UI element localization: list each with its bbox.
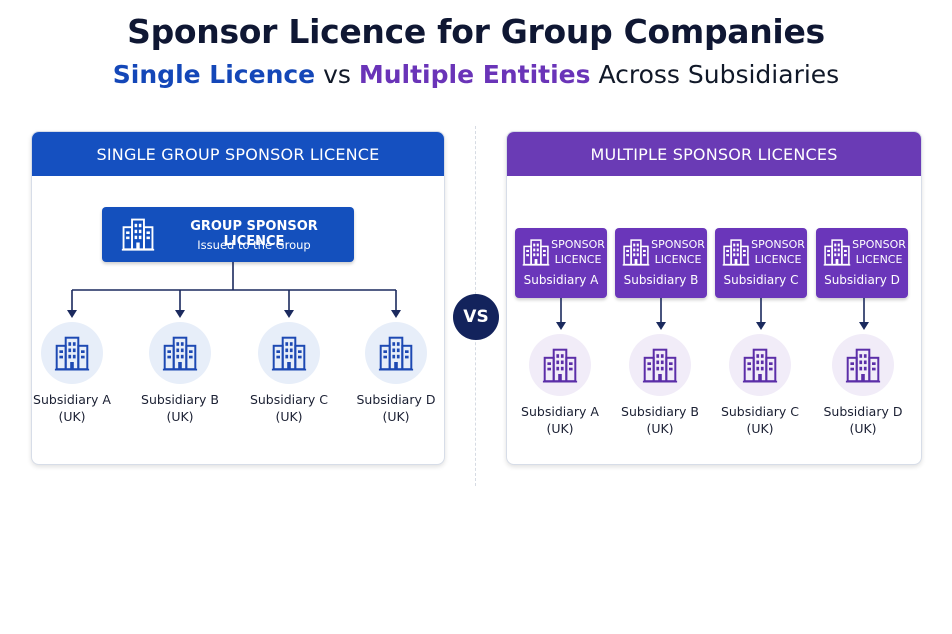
subsidiary-region: (UK) xyxy=(546,421,574,436)
vs-badge: VS xyxy=(453,294,499,340)
subsidiary-name: Subsidiary A xyxy=(521,404,599,419)
subsidiary-name: Subsidiary D xyxy=(823,404,903,419)
sponsor-licence-box: SPONSOR LICENCE Subsidiary B xyxy=(615,228,707,298)
sponsor-licence-box: SPONSOR LICENCE Subsidiary C xyxy=(715,228,807,298)
subsidiary-name: Subsidiary A xyxy=(33,392,111,407)
sponsor-licence-box: SPONSOR LICENCE Subsidiary A xyxy=(515,228,607,298)
subsidiary-d-icon-circle xyxy=(365,322,427,384)
building-icon xyxy=(542,347,578,383)
subsidiary-region: (UK) xyxy=(746,421,774,436)
subsidiary-a-icon-circle xyxy=(529,334,591,396)
building-icon xyxy=(845,347,881,383)
subsidiary-region: (UK) xyxy=(275,409,303,424)
subsidiary-a-icon-circle xyxy=(41,322,103,384)
subtitle-vs: vs xyxy=(315,60,359,89)
single-licence-panel: SINGLE GROUP SPONSOR LICENCE GROUP SPONS… xyxy=(31,131,445,465)
group-tree-connectors xyxy=(67,262,401,318)
subsidiary-region: (UK) xyxy=(849,421,877,436)
subsidiary-name: Subsidiary C xyxy=(720,404,800,419)
licence-connectors xyxy=(556,298,869,330)
subsidiary-c-icon-circle xyxy=(258,322,320,384)
subtitle-single-licence: Single Licence xyxy=(112,60,316,89)
subsidiary-label: Subsidiary B (UK) xyxy=(605,403,715,437)
page-title: Sponsor Licence for Group Companies xyxy=(127,12,825,51)
building-icon xyxy=(742,347,778,383)
subsidiary-name: Subsidiary C xyxy=(249,392,329,407)
group-licence-title: GROUP SPONSOR LICENCE xyxy=(190,219,318,249)
licence-line2: LICENCE xyxy=(754,253,802,266)
subsidiary-name: Subsidiary D xyxy=(356,392,436,407)
licence-line2: LICENCE xyxy=(654,253,702,266)
group-sponsor-licence-box: GROUP SPONSOR LICENCE Issued to the Grou… xyxy=(102,207,354,262)
subsidiary-name: Subsidiary B xyxy=(141,392,219,407)
subsidiary-label: Subsidiary D (UK) xyxy=(341,391,444,425)
licence-subsidiary: Subsidiary D xyxy=(824,273,900,287)
subsidiary-region: (UK) xyxy=(646,421,674,436)
subsidiary-b-icon-circle xyxy=(149,322,211,384)
single-licence-header: SINGLE GROUP SPONSOR LICENCE xyxy=(32,132,444,176)
licence-line2: LICENCE xyxy=(855,253,903,266)
subtitle-multiple-entities: Multiple Entities xyxy=(358,60,591,89)
subsidiary-region: (UK) xyxy=(382,409,410,424)
building-icon xyxy=(54,335,90,371)
subsidiary-label: Subsidiary C (UK) xyxy=(234,391,344,425)
building-icon xyxy=(271,335,307,371)
subsidiary-label: Subsidiary A (UK) xyxy=(32,391,127,425)
building-icon xyxy=(378,335,414,371)
subsidiary-b-icon-circle xyxy=(629,334,691,396)
subsidiary-label: Subsidiary B (UK) xyxy=(125,391,235,425)
group-licence-subtitle: Issued to the Group xyxy=(197,238,311,252)
licence-line2: LICENCE xyxy=(554,253,602,266)
subtitle-across: Across Subsidiaries xyxy=(590,60,840,89)
licence-line1: SPONSOR xyxy=(852,238,906,251)
subsidiary-c-icon-circle xyxy=(729,334,791,396)
subsidiary-region: (UK) xyxy=(166,409,194,424)
building-icon xyxy=(162,335,198,371)
subsidiary-label: Subsidiary D (UK) xyxy=(808,403,918,437)
licence-line1: SPONSOR xyxy=(651,238,705,251)
licence-subsidiary: Subsidiary C xyxy=(723,273,799,287)
building-icon xyxy=(642,347,678,383)
subsidiary-region: (UK) xyxy=(58,409,86,424)
page-subtitle: Single Licence vs Multiple Entities Acro… xyxy=(0,60,952,89)
licence-line1: SPONSOR xyxy=(551,238,605,251)
subsidiary-d-icon-circle xyxy=(832,334,894,396)
sponsor-licence-box: SPONSOR LICENCE Subsidiary D xyxy=(816,228,908,298)
multiple-licences-header: MULTIPLE SPONSOR LICENCES xyxy=(507,132,921,176)
licence-subsidiary: Subsidiary A xyxy=(523,273,599,287)
multiple-licences-panel: MULTIPLE SPONSOR LICENCES SPONSOR LICENC… xyxy=(506,131,922,465)
subsidiary-label: Subsidiary A (UK) xyxy=(507,403,615,437)
subsidiary-name: Subsidiary B xyxy=(621,404,699,419)
subsidiary-label: Subsidiary C (UK) xyxy=(705,403,815,437)
licence-subsidiary: Subsidiary B xyxy=(623,273,699,287)
licence-line1: SPONSOR xyxy=(751,238,805,251)
